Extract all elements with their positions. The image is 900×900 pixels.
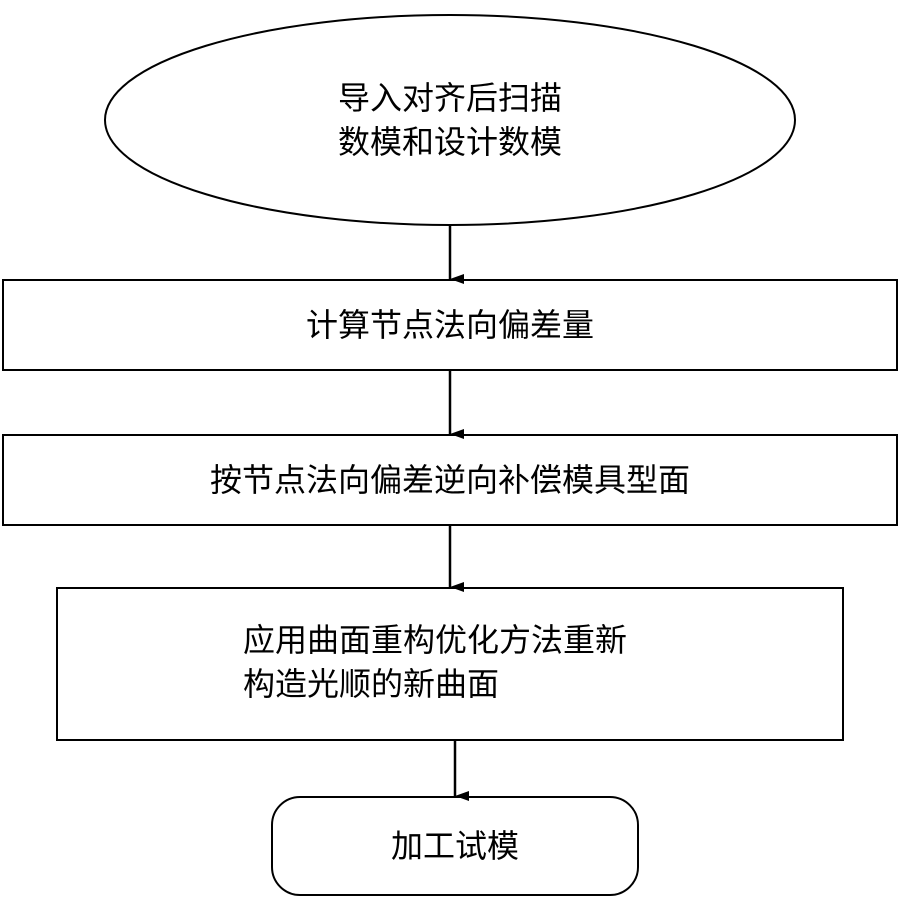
end-box <box>271 796 639 896</box>
step1-label: 计算节点法向偏差量 <box>305 306 594 344</box>
start-line2: 数模和设计数模 <box>337 123 562 161</box>
start-label: 导入对齐后扫描 数模和设计数模 <box>105 76 795 164</box>
start-line1: 导入对齐后扫描 <box>337 79 562 117</box>
step3-box <box>56 587 844 741</box>
step3-line2: 构造光顺的新曲面 <box>243 665 500 703</box>
step3-line1: 应用曲面重构优化方法重新 <box>243 621 628 659</box>
end-label: 加工试模 <box>390 827 519 865</box>
step2-label: 按节点法向偏差逆向补偿模具型面 <box>209 461 690 499</box>
step3-label: 应用曲面重构优化方法重新 构造光顺的新曲面 <box>243 618 627 706</box>
